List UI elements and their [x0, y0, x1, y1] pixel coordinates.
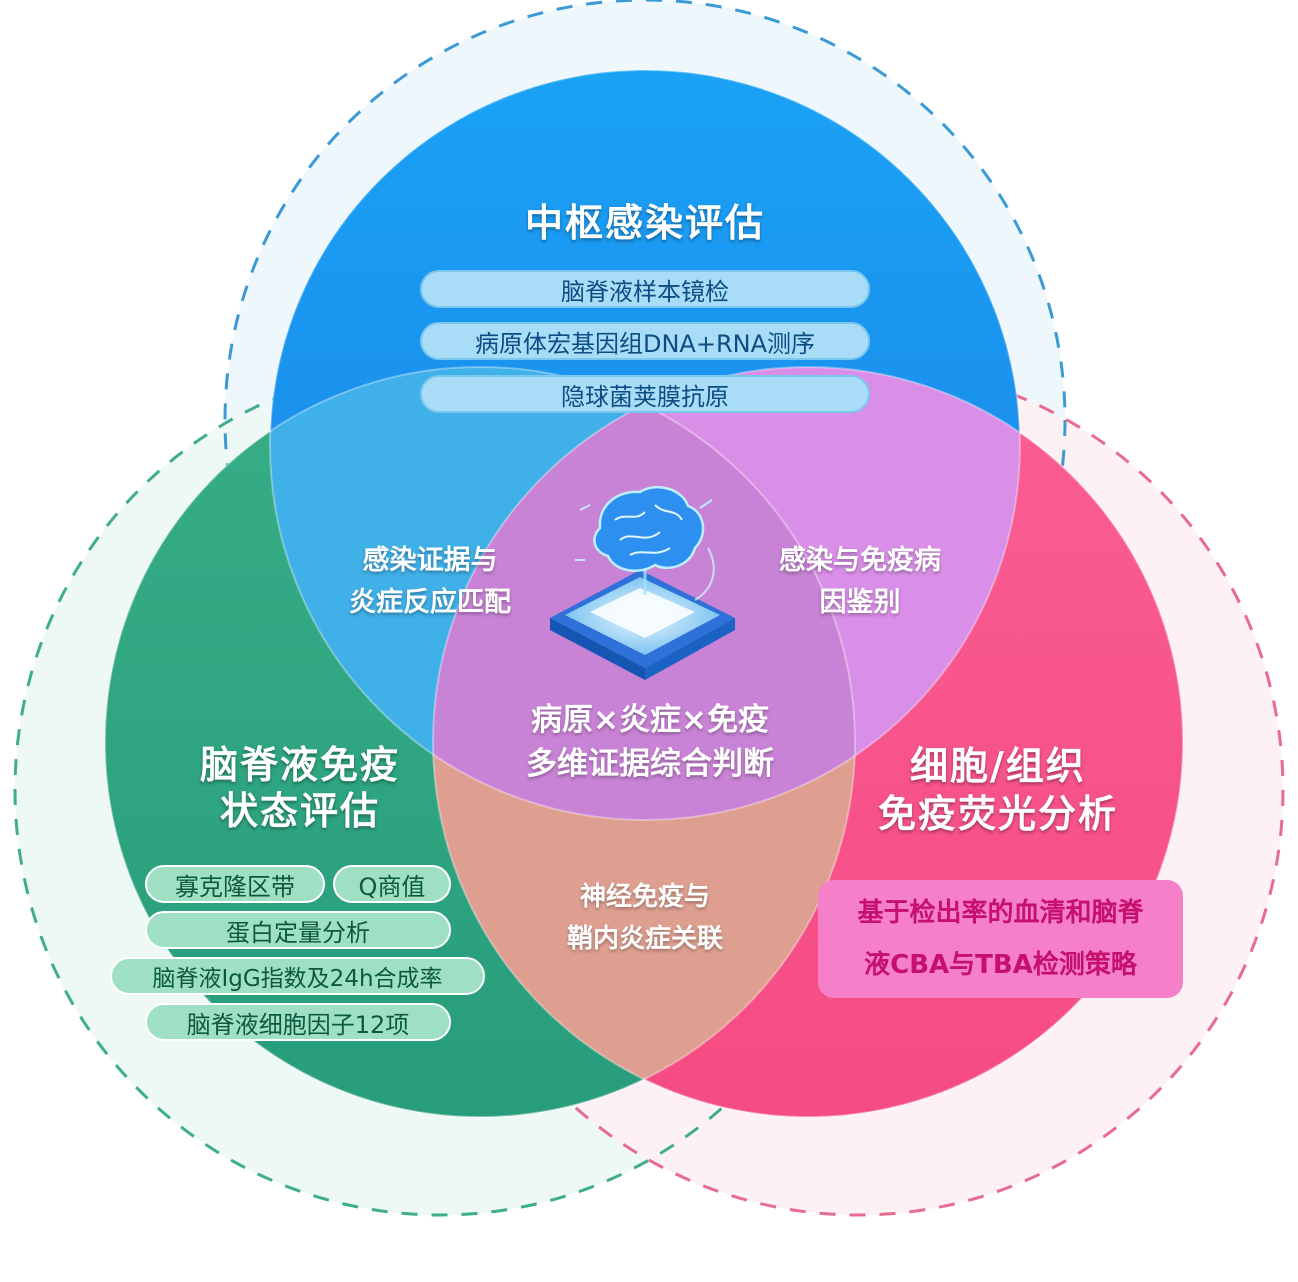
overlap-center-line1: 病原×炎症×免疫	[531, 702, 769, 738]
overlap-center	[433, 367, 855, 820]
left-item-5: 脑脊液细胞因子12项	[145, 1003, 451, 1041]
left-title-line2: 状态评估	[219, 789, 380, 833]
top-circle-title: 中枢感染评估	[524, 201, 765, 245]
right-title-line1: 细胞/组织	[910, 744, 1086, 788]
overlap-center-text: 病原×炎症×免疫 多维证据综合判断	[480, 698, 820, 786]
overlap-top-left-line2: 炎症反应匹配	[349, 587, 511, 618]
right-title-line2: 免疫荧光分析	[877, 792, 1118, 836]
overlap-top-right-text: 感染与免疫病 因鉴别	[740, 540, 980, 624]
overlap-top-left-line1: 感染证据与	[362, 545, 498, 576]
left-title-line1: 脑脊液免疫	[199, 743, 400, 787]
brain-chip-icon	[550, 485, 735, 680]
overlap-bottom-line2: 鞘内炎症关联	[566, 924, 723, 954]
right-box-line2: 液CBA与TBA检测策略	[864, 950, 1137, 980]
overlap-bottom-text: 神经免疫与 鞘内炎症关联	[520, 876, 770, 960]
left-item-4: 脑脊液IgG指数及24h合成率	[110, 957, 485, 995]
overlap-top-right-line2: 因鉴别	[819, 587, 901, 618]
overlap-top-left-text: 感染证据与 炎症反应匹配	[310, 540, 550, 624]
left-item-3: 蛋白定量分析	[145, 911, 451, 949]
top-item-2: 病原体宏基因组DNA+RNA测序	[420, 322, 870, 360]
overlap-top-right-line1: 感染与免疫病	[779, 545, 941, 576]
right-circle-title: 细胞/组织 免疫荧光分析	[848, 742, 1148, 838]
left-item-1: 寡克隆区带	[145, 865, 325, 903]
top-item-3: 隐球菌荚膜抗原	[420, 375, 870, 413]
right-box-line1: 基于检出率的血清和脑脊	[857, 898, 1144, 928]
overlap-center-line2: 多维证据综合判断	[526, 746, 774, 782]
right-strategy-box: 基于检出率的血清和脑脊 液CBA与TBA检测策略	[818, 880, 1183, 998]
left-item-2: Q商值	[333, 865, 451, 903]
overlap-bottom-line1: 神经免疫与	[579, 882, 710, 912]
left-circle-title: 脑脊液免疫 状态评估	[150, 742, 450, 834]
top-item-1: 脑脊液样本镜检	[420, 270, 870, 308]
